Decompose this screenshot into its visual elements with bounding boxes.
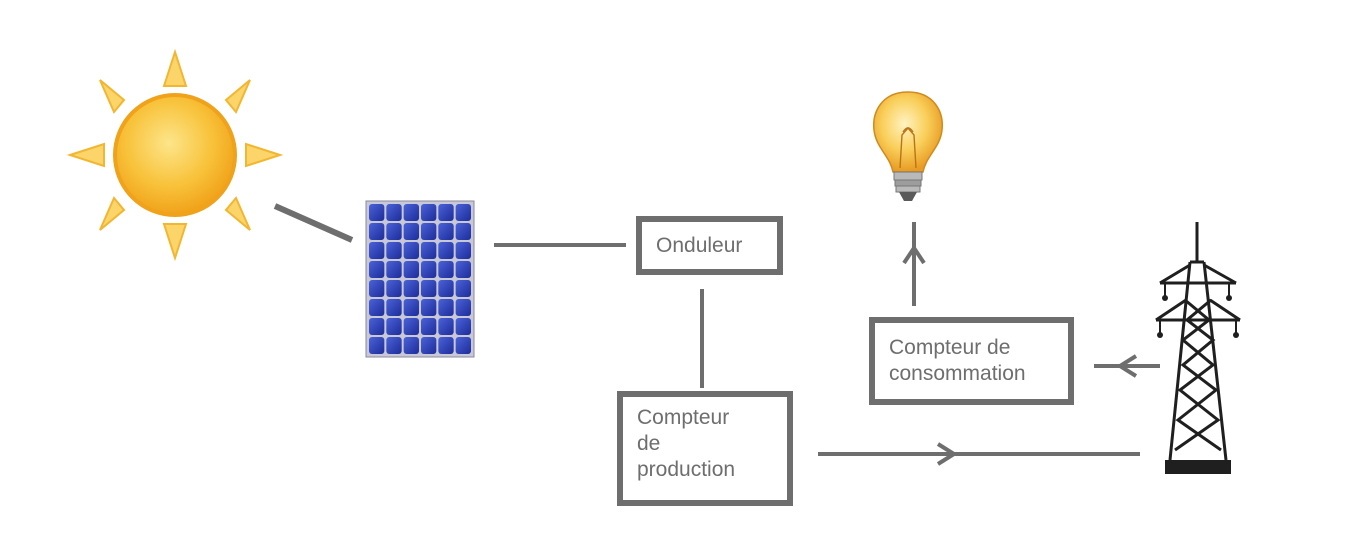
solar-cell — [421, 204, 437, 221]
solar-cell — [438, 299, 454, 316]
solar-cell — [455, 280, 471, 297]
production-label-line-2: de — [637, 432, 661, 455]
solar-cell — [421, 261, 437, 278]
solar-cell — [438, 318, 454, 335]
solar-cell — [386, 223, 402, 240]
solar-cell — [403, 261, 419, 278]
solar-cell — [403, 337, 419, 354]
solar-cell — [438, 337, 454, 354]
solar-cell — [421, 318, 437, 335]
solar-cell — [455, 299, 471, 316]
solar-cell — [386, 299, 402, 316]
solar-cell — [438, 204, 454, 221]
sun-icon — [66, 48, 284, 262]
solar-cell — [421, 337, 437, 354]
solar-cell — [455, 204, 471, 221]
solar-cell — [369, 204, 385, 221]
solar-cell — [369, 223, 385, 240]
solar-cell — [438, 242, 454, 259]
solar-cell — [438, 261, 454, 278]
solar-cell — [386, 242, 402, 259]
solar-cell — [438, 280, 454, 297]
solar-cell — [369, 280, 385, 297]
solar-cell — [421, 299, 437, 316]
solar-cell — [386, 318, 402, 335]
solar-cell — [386, 261, 402, 278]
solar-cell — [438, 223, 454, 240]
production-meter-box: Compteur de production — [617, 391, 793, 506]
production-label-line-3: production — [637, 458, 736, 481]
production-label-line-1: Compteur — [637, 406, 730, 429]
solar-cell — [455, 242, 471, 259]
solar-cell — [369, 299, 385, 316]
production-arrow-head — [936, 442, 958, 466]
solar-panel-icon — [365, 200, 475, 358]
solar-cell — [421, 242, 437, 259]
solar-cell — [369, 337, 385, 354]
solar-cell — [403, 204, 419, 221]
solar-cell — [455, 223, 471, 240]
onduleur-label: Onduleur — [656, 234, 743, 257]
solar-cell — [386, 337, 402, 354]
solar-cell — [455, 318, 471, 335]
solar-cell — [421, 223, 437, 240]
solar-cell — [369, 261, 385, 278]
consumption-meter-box: Compteur de consommation — [869, 317, 1074, 405]
power-pylon-icon — [1155, 222, 1241, 474]
solar-cell — [403, 299, 419, 316]
solar-cell — [421, 280, 437, 297]
solar-cell — [369, 242, 385, 259]
sun-panel-line — [273, 203, 354, 243]
solar-cell — [403, 242, 419, 259]
light-bulb-icon — [873, 91, 943, 201]
consommation-arrow-head — [1116, 354, 1138, 378]
solar-cell — [403, 280, 419, 297]
solar-cell — [403, 223, 419, 240]
solar-cell — [455, 261, 471, 278]
consommation-label-line-1: Compteur de — [889, 336, 1011, 359]
solar-cell — [455, 337, 471, 354]
solar-cell — [369, 318, 385, 335]
solar-cell — [386, 204, 402, 221]
solar-cell — [403, 318, 419, 335]
solar-cell — [386, 280, 402, 297]
onduleur-box: Onduleur — [636, 216, 783, 275]
consommation-label-line-2: consommation — [889, 362, 1026, 385]
bulb-arrow-head — [902, 244, 926, 265]
